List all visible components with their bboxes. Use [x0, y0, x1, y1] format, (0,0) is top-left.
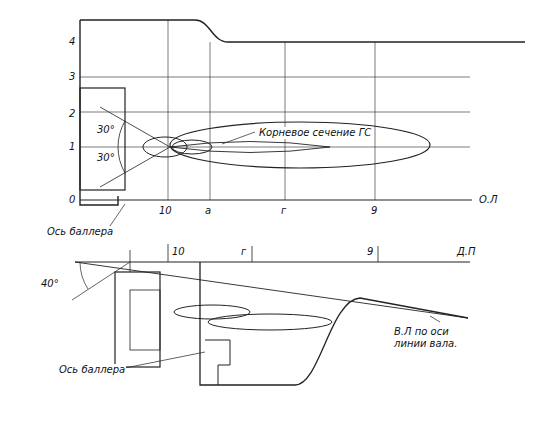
frame-number: г: [280, 205, 287, 217]
axis-label: Ось баллера: [58, 364, 126, 376]
rudder-heel: [205, 340, 230, 385]
root-section: [170, 142, 330, 153]
stabilizer-plan: [170, 122, 430, 168]
scale-number: 1: [68, 141, 76, 153]
frame-number: 9: [366, 246, 374, 258]
leader-line: [430, 316, 440, 322]
angle-line: [72, 262, 130, 300]
hull-stern-edge: [80, 20, 118, 205]
angle-label: 40°: [40, 278, 60, 290]
fairing-profile: [174, 305, 250, 319]
scale-number: 3: [68, 71, 76, 83]
angle-label: 30°: [96, 152, 116, 164]
frame-number: г: [240, 246, 247, 258]
frame-marks: [130, 244, 378, 272]
grid-lines: [80, 20, 470, 200]
rudder-profile: [115, 272, 160, 367]
leader-line: [222, 132, 255, 144]
rudder-section: [143, 137, 187, 157]
axis-label: Ось баллера: [46, 226, 114, 238]
frame-number: 10: [158, 205, 173, 217]
fairing-section: [172, 140, 212, 154]
scale-number: 4: [68, 36, 76, 48]
leader-line: [125, 352, 205, 368]
section-label: Корневое сечение ГС: [258, 127, 372, 139]
angle-arc: [80, 262, 88, 289]
hull-section: [200, 262, 468, 385]
frame-number: 10: [171, 246, 186, 258]
hull-contour: [80, 20, 525, 42]
scale-number: 0: [68, 194, 76, 206]
leader-line: [110, 204, 125, 226]
line-label: Д.П: [456, 246, 477, 258]
line-label: О.Л: [478, 194, 499, 206]
angle-label: 30°: [96, 124, 116, 136]
stabilizer-profile: [208, 314, 332, 330]
base-line: [80, 199, 472, 200]
scale-number: 2: [68, 108, 76, 120]
frame-number: 9: [370, 205, 378, 217]
rudder-inner: [130, 290, 160, 350]
angle-arc: [118, 121, 125, 173]
angle-lines: [100, 107, 170, 187]
frame-number: а: [204, 205, 212, 217]
deck-line: [75, 261, 470, 262]
line-label: В.Л по оси линии вала.: [393, 326, 473, 350]
rudder-side: [80, 88, 125, 190]
